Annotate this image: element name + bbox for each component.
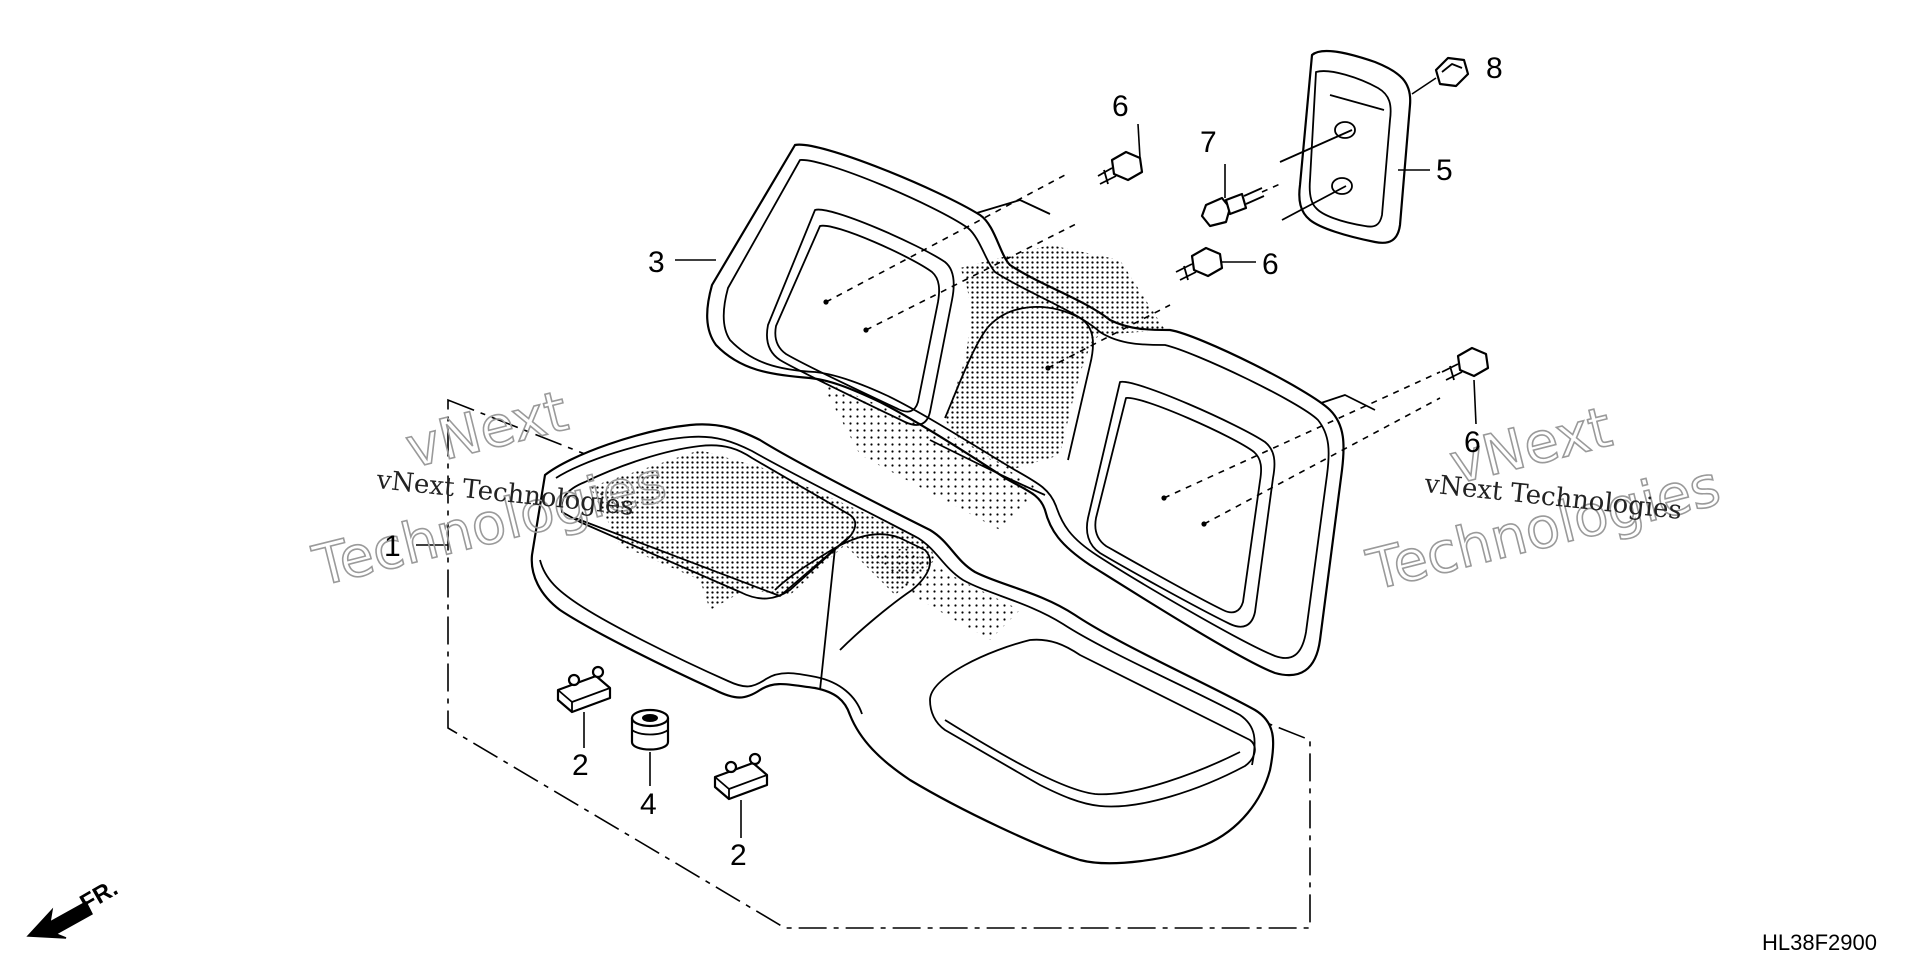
clip-2-left — [556, 665, 612, 714]
backrest — [706, 143, 1441, 677]
backrest-mount-plate-upper — [969, 199, 1051, 216]
callout-6-top: 6 — [1112, 90, 1129, 123]
bolt-7 — [1200, 183, 1281, 228]
bolt-6-top — [1097, 150, 1144, 185]
backrest-mount-plate-lower — [1314, 394, 1376, 411]
front-arrow-icon: FR. — [26, 874, 122, 939]
leader-lines — [416, 123, 1477, 838]
svg-text:vNext: vNext — [400, 379, 574, 482]
callout-3: 3 — [648, 246, 665, 279]
callout-6-middle: 6 — [1262, 248, 1279, 281]
clip-2-right — [713, 752, 769, 801]
callout-6-right: 6 — [1464, 426, 1481, 459]
callout-2-left: 2 — [572, 749, 589, 782]
callout-5: 5 — [1436, 154, 1453, 187]
backrest-shading — [945, 245, 1165, 470]
diagram-code: HL38F2900 — [1762, 930, 1877, 955]
callout-2-right: 2 — [730, 839, 747, 872]
watermark-right: vNext Technologies vNext Technologies — [1360, 394, 1727, 604]
seat-shading — [590, 450, 935, 610]
bolt-6-middle — [1175, 246, 1224, 281]
seat-cushion — [530, 423, 1275, 865]
callout-8: 8 — [1486, 52, 1503, 85]
nut — [1411, 56, 1470, 95]
bracket — [1279, 49, 1412, 244]
callout-7: 7 — [1200, 126, 1217, 159]
grommet-4 — [630, 708, 670, 751]
callout-1: 1 — [384, 530, 401, 563]
bolt-6-right — [1441, 346, 1490, 381]
callout-4: 4 — [640, 788, 657, 821]
